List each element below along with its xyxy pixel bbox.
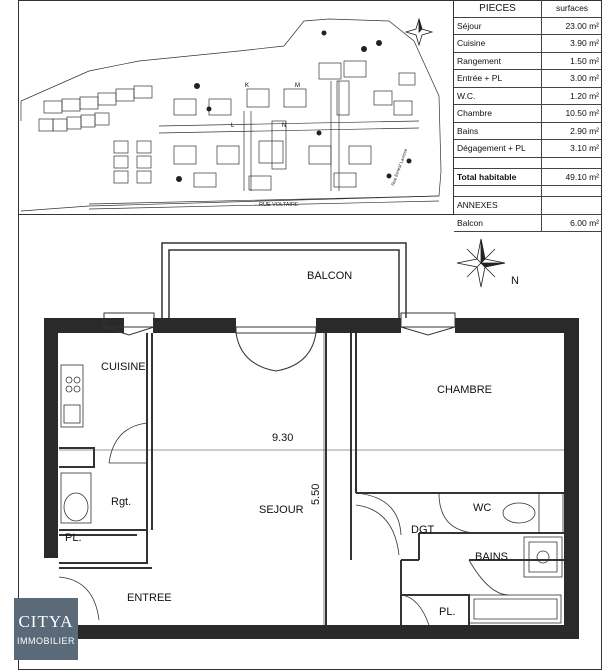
label-dgt: DGT xyxy=(411,524,435,536)
floor-plan: 9.30 5.50 N BALCON CUISINE CHAMBRE Rgt. … xyxy=(44,238,579,639)
total-area: 49.10 m² xyxy=(541,168,602,186)
annex-name: Balcon xyxy=(454,214,542,232)
label-entree: ENTREE xyxy=(127,592,172,604)
table-row: W.C.1.20 m² xyxy=(454,87,602,105)
room-area: 1.50 m² xyxy=(541,52,602,70)
site-plan: RUE VOLTAIRE Rue Ernest Lavisse K M L N xyxy=(20,17,442,212)
building-label-l: L xyxy=(231,123,235,129)
street-name: RUE VOLTAIRE xyxy=(259,202,299,208)
label-pl-left: PL. xyxy=(65,532,82,544)
room-area: 23.00 m² xyxy=(541,17,602,35)
side-street-name: Rue Ernest Lavisse xyxy=(390,147,408,186)
room-area: 3.90 m² xyxy=(541,34,602,53)
label-pl-bottom: PL. xyxy=(439,606,456,618)
room-area: 1.20 m² xyxy=(541,87,602,105)
room-name: W.C. xyxy=(454,87,542,105)
label-chambre: CHAMBRE xyxy=(437,384,492,396)
table-gap xyxy=(454,185,602,197)
header-surfaces: surfaces xyxy=(541,0,602,18)
header-rooms: PIECES xyxy=(454,0,542,18)
sheet-frame xyxy=(18,0,602,670)
room-name: Bains xyxy=(454,122,542,140)
room-area: 2.90 m² xyxy=(541,122,602,140)
building-label-n: N xyxy=(282,123,286,129)
label-bains: BAINS xyxy=(475,551,508,563)
room-name: Entrée + PL xyxy=(454,69,542,88)
logo-name: CITYA xyxy=(18,612,74,631)
dimension-width: 9.30 xyxy=(272,432,293,444)
label-sejour: SEJOUR xyxy=(259,504,304,516)
room-name: Rangement xyxy=(454,52,542,70)
label-wc: WC xyxy=(473,502,491,514)
annex-area: 6.00 m² xyxy=(541,214,602,232)
section-divider xyxy=(18,214,602,215)
north-label: N xyxy=(511,275,519,287)
room-area: 3.00 m² xyxy=(541,69,602,88)
label-cuisine: CUISINE xyxy=(101,361,146,373)
building-label-k: K xyxy=(245,83,249,89)
table-gap xyxy=(454,157,602,169)
table-header: PIECES surfaces xyxy=(454,0,602,18)
room-name: Cuisine xyxy=(454,34,542,53)
annexes-title: ANNEXES xyxy=(454,196,542,215)
annexes-header: ANNEXES xyxy=(454,196,602,215)
logo-subtitle: IMMOBILIER xyxy=(16,636,75,646)
room-name: Dégagement + PL xyxy=(454,139,542,158)
room-name: Chambre xyxy=(454,104,542,123)
total-label: Total habitable xyxy=(454,168,542,186)
room-name: Séjour xyxy=(454,17,542,35)
dimension-height: 5.50 xyxy=(310,484,322,505)
agency-logo: CITYA IMMOBILIER xyxy=(14,598,78,660)
table-divider xyxy=(453,0,454,214)
label-rgt: Rgt. xyxy=(111,496,131,508)
label-balcon: BALCON xyxy=(307,270,352,282)
room-area: 10.50 m² xyxy=(541,104,602,123)
north-compass xyxy=(456,238,506,288)
room-area: 3.10 m² xyxy=(541,139,602,158)
building-label-m: M xyxy=(295,83,300,89)
balcony-outline xyxy=(161,242,407,318)
